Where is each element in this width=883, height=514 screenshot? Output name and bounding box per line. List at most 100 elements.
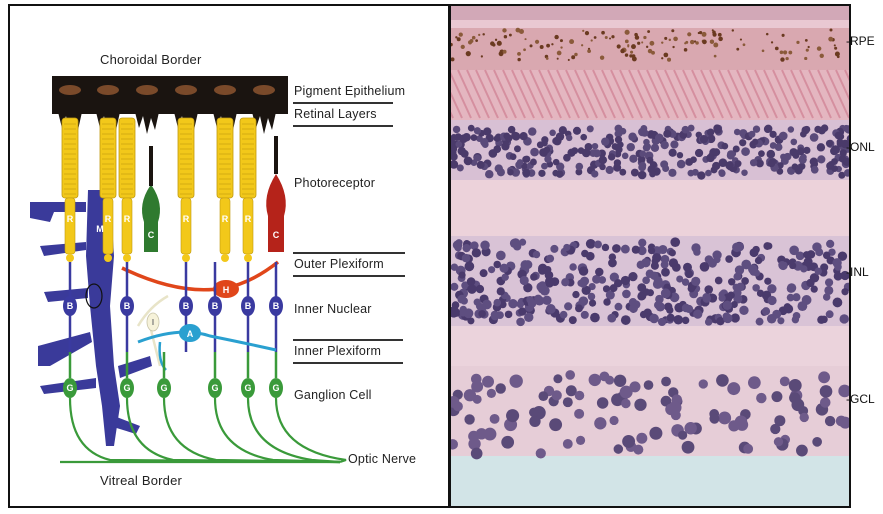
- red-cone: [266, 174, 286, 252]
- gcl-nucleus: [748, 376, 761, 389]
- onl-nucleus: [522, 169, 530, 177]
- gcl-nucleus: [614, 444, 624, 454]
- pigment-granule: [646, 46, 648, 48]
- inl-nucleus: [496, 251, 506, 261]
- pigment-granule: [649, 41, 654, 46]
- onl-nucleus: [606, 166, 614, 174]
- ganglion-letter: G: [244, 383, 251, 393]
- pigment-granule: [834, 47, 837, 50]
- onl-nucleus: [510, 153, 517, 160]
- gcl-nucleus: [563, 439, 573, 449]
- melanin-granule: [175, 85, 197, 95]
- gcl-nucleus: [756, 393, 766, 403]
- gcl-nucleus: [770, 424, 780, 434]
- onl-nucleus: [818, 126, 826, 134]
- pigment-granule: [643, 36, 646, 39]
- gcl-nucleus: [575, 391, 585, 401]
- inl-nucleus: [825, 278, 833, 286]
- pigment-granule: [806, 49, 809, 52]
- inl-nucleus: [579, 279, 587, 287]
- inner-plexiform-rule-top: [293, 339, 403, 341]
- gcl-nucleus: [633, 445, 643, 455]
- pigment-granule: [710, 40, 714, 44]
- cone-letter: C: [148, 230, 155, 240]
- pigment-granule: [712, 33, 716, 37]
- onl-nucleus: [752, 139, 758, 145]
- pigment-granule: [684, 48, 688, 52]
- pigment-granule: [780, 57, 784, 61]
- inl-nucleus: [670, 237, 680, 247]
- pigment-granule: [625, 39, 629, 43]
- gcl-nucleus: [552, 390, 562, 400]
- gcl-nucleus: [820, 385, 833, 398]
- gcl-nucleus: [820, 397, 831, 408]
- onl-nucleus: [741, 169, 747, 175]
- onl-nucleus: [454, 133, 462, 141]
- green-cone: [142, 186, 160, 252]
- inl-nucleus: [756, 318, 764, 326]
- onl-nucleus: [599, 164, 606, 171]
- gcl-nucleus: [735, 415, 747, 427]
- pigment-granule: [554, 35, 558, 39]
- pigment-granule: [829, 29, 832, 32]
- onl-nucleus: [591, 170, 598, 177]
- onl-nucleus: [705, 170, 712, 177]
- pigment-granule: [630, 51, 633, 54]
- onl-nucleus: [797, 147, 805, 155]
- onl-nucleus: [592, 143, 599, 150]
- pigment-granule: [762, 49, 765, 52]
- retinal-layers-rule-bottom: [293, 125, 393, 127]
- inl-nucleus: [767, 296, 776, 305]
- inl-nucleus: [841, 288, 848, 295]
- onl-nucleus: [628, 133, 636, 141]
- pigment-granule: [560, 39, 563, 42]
- inl-nucleus: [497, 287, 505, 295]
- onl-nucleus: [622, 153, 629, 160]
- pigment-granule: [782, 34, 785, 37]
- onl-nucleus: [649, 171, 656, 178]
- bipolar-letter: B: [183, 301, 190, 311]
- pigment-granule: [490, 41, 494, 45]
- retina-schematic-panel: Choroidal Border I MRRRRRRCCHBBBBBBAGGGG…: [8, 4, 448, 508]
- inl-nucleus: [719, 294, 726, 301]
- pigment-granule: [690, 40, 694, 44]
- onl-nucleus: [697, 171, 705, 179]
- onl-nucleus: [712, 148, 720, 156]
- inl-nucleus: [688, 285, 696, 293]
- onl-nucleus: [843, 158, 851, 166]
- pigment-granule: [587, 49, 591, 53]
- onl-nucleus: [788, 126, 794, 132]
- inl-nucleus: [544, 266, 551, 273]
- inl-nucleus: [735, 242, 744, 251]
- pigment-granule: [560, 46, 562, 48]
- inl-nucleus: [586, 252, 595, 261]
- gcl-nucleus: [718, 412, 731, 425]
- onl-nucleus: [663, 130, 671, 138]
- pigment-granule: [568, 59, 570, 61]
- inl-nucleus: [505, 311, 513, 319]
- pigment-granule: [788, 51, 792, 55]
- inl-nucleus: [563, 244, 570, 251]
- inl-nucleus: [569, 263, 576, 270]
- gcl-nucleus: [529, 416, 540, 427]
- inl-nucleus: [691, 277, 700, 286]
- inl-nucleus: [739, 306, 748, 315]
- pigment-granule: [629, 54, 632, 57]
- gcl-nucleus: [818, 371, 830, 383]
- pigment-granule: [470, 39, 473, 42]
- onl-nucleus: [474, 154, 481, 161]
- onl-nucleus: [582, 149, 591, 158]
- onl-nucleus: [587, 125, 594, 132]
- rod-spherule: [221, 254, 229, 262]
- gcl-nucleus: [774, 437, 783, 446]
- onl-nucleus: [826, 140, 833, 147]
- inl-nucleus: [460, 309, 467, 316]
- pigment-granule: [783, 50, 787, 54]
- pigment-granule: [504, 35, 507, 38]
- melanin-granule: [253, 85, 275, 95]
- inl-nucleus: [649, 314, 658, 323]
- gcl-nucleus: [605, 376, 614, 385]
- pigment-granule: [698, 32, 700, 34]
- onl-nucleus: [508, 126, 516, 134]
- pigment-granule: [475, 39, 478, 42]
